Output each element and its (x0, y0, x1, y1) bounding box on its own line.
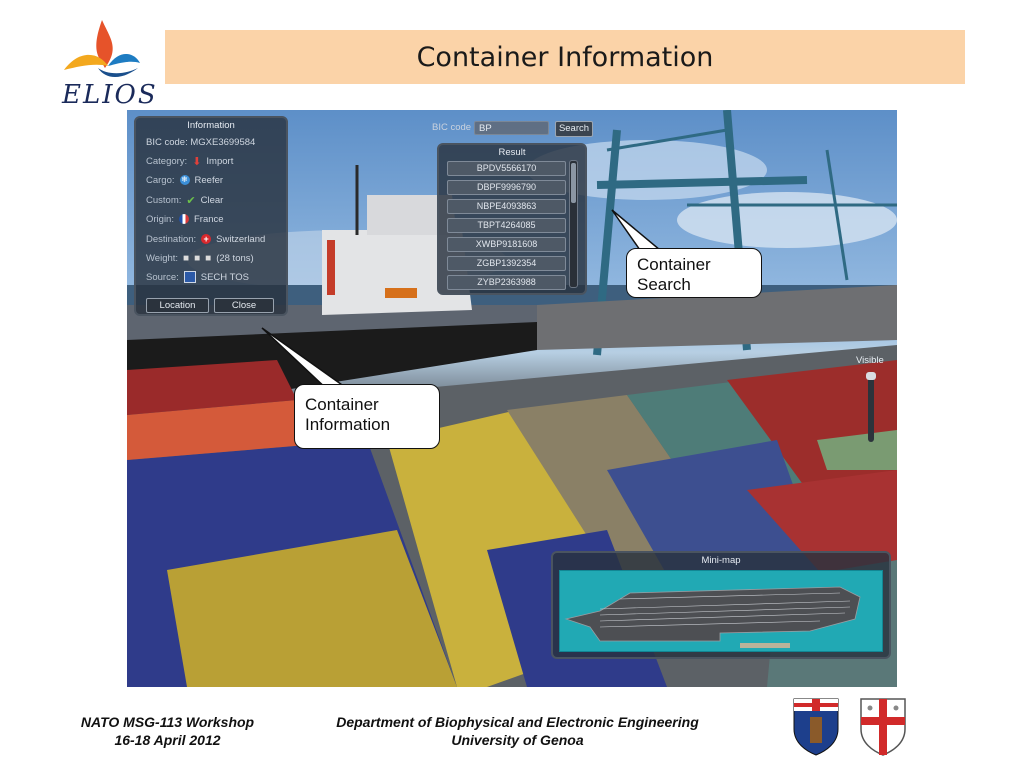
close-button[interactable]: Close (214, 298, 274, 313)
category-row: Category: ⬇ Import (146, 154, 233, 168)
result-panel: Result BPDV5566170 DBPF9996790 NBPE40938… (437, 143, 587, 295)
checkmark-icon: ✔ (186, 194, 196, 207)
result-item[interactable]: ZGBP1392354 (447, 256, 566, 271)
result-scrollbar-thumb[interactable] (571, 163, 576, 203)
switzerland-flag-icon: + (201, 234, 212, 244)
result-panel-title: Result (498, 147, 526, 158)
simulation-viewport[interactable]: Information BIC code: MGXE3699584 Catego… (127, 110, 897, 687)
category-label: Category: (146, 155, 188, 167)
weight-icon: ■ (205, 252, 212, 264)
france-flag-icon (178, 214, 189, 224)
minimap-title: Mini-map (701, 555, 741, 566)
visible-slider-thumb[interactable] (866, 372, 876, 380)
source-value: SECH TOS (200, 271, 249, 283)
origin-label: Origin: (146, 213, 174, 225)
custom-label: Custom: (146, 194, 182, 206)
result-item[interactable]: ZYBP2363988 (447, 275, 566, 290)
bic-search-label: BIC code (432, 122, 472, 133)
callout-text: Information (305, 415, 391, 434)
callout-text: Container (637, 255, 711, 274)
result-item[interactable]: BPDV5566170 (447, 161, 566, 176)
source-row: Source: SECH TOS (146, 270, 249, 284)
sech-logo-icon (183, 271, 196, 283)
workshop-dates: 16-18 April 2012 (114, 732, 221, 748)
visible-slider[interactable] (866, 372, 876, 442)
logo-text: ELIOS (62, 80, 158, 110)
weight-row: Weight: ■ ■ ■ (28 tons) (146, 251, 254, 265)
bic-code-row: BIC code: MGXE3699584 (146, 135, 255, 149)
snowflake-icon: ❄ (179, 175, 190, 185)
information-panel-title: Information (187, 120, 235, 131)
destination-row: Destination: + Switzerland (146, 232, 265, 246)
result-scrollbar[interactable] (569, 160, 578, 288)
custom-value: Clear (200, 194, 224, 206)
result-item[interactable]: TBPT4264085 (447, 218, 566, 233)
destination-label: Destination: (146, 233, 197, 245)
genoa-crest (860, 698, 906, 756)
weight-label: Weight: (146, 252, 179, 264)
search-button[interactable]: Search (555, 121, 593, 137)
callout-text: Search (637, 275, 691, 294)
department-name: Department of Biophysical and Electronic… (336, 714, 699, 730)
category-value: Import (206, 155, 234, 167)
cargo-row: Cargo: ❄ Reefer (146, 173, 223, 187)
elios-logo (60, 18, 150, 108)
port-scene-graphic (127, 110, 897, 687)
result-item[interactable]: XWBP9181608 (447, 237, 566, 252)
weight-icon: ■ (194, 252, 201, 264)
origin-row: Origin: France (146, 212, 224, 226)
workshop-name: NATO MSG-113 Workshop (80, 714, 255, 730)
result-item[interactable]: DBPF9996790 (447, 180, 566, 195)
university-crest (793, 698, 839, 756)
workshop-footer: NATO MSG-113 Workshop 16-18 April 2012 (60, 713, 275, 749)
bic-code-text: BIC code: MGXE3699584 (146, 136, 256, 148)
container-search-callout: Container Search (626, 248, 762, 298)
page-title: Container Information (416, 41, 714, 73)
origin-value: France (193, 213, 224, 225)
container-information-callout: Container Information (294, 384, 440, 449)
cargo-label: Cargo: (146, 174, 175, 186)
import-arrow-icon: ⬇ (192, 155, 202, 168)
visible-label: Visible (856, 355, 884, 366)
destination-value: Switzerland (216, 233, 266, 245)
callout-text: Container (305, 395, 379, 414)
cargo-value: Reefer (194, 174, 224, 186)
result-item[interactable]: NBPE4093863 (447, 199, 566, 214)
location-button[interactable]: Location (146, 298, 209, 313)
weight-value: (28 tons) (216, 252, 254, 264)
department-footer: Department of Biophysical and Electronic… (300, 713, 735, 749)
bic-search-input[interactable]: BP (474, 121, 549, 135)
minimap-port-graphic (564, 586, 861, 648)
title-bar: Container Information (165, 30, 965, 84)
minimap-view[interactable] (559, 570, 883, 652)
information-panel: Information BIC code: MGXE3699584 Catego… (134, 116, 288, 316)
minimap-panel: Mini-map (551, 551, 891, 659)
custom-row: Custom: ✔ Clear (146, 193, 223, 207)
university-name: University of Genoa (451, 732, 584, 748)
weight-icon: ■ (183, 252, 190, 264)
source-label: Source: (146, 271, 179, 283)
